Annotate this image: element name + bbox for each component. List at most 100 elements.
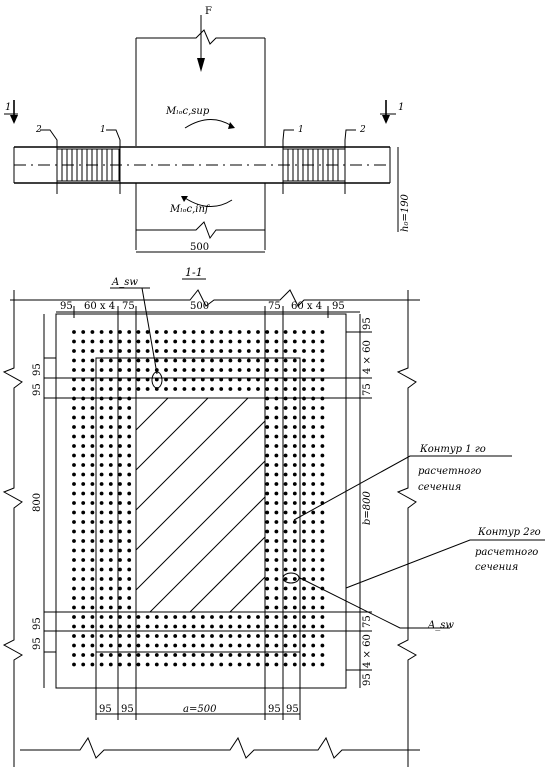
rebar-dot — [292, 662, 297, 667]
rebar-dot — [320, 491, 325, 496]
rebar-dot — [265, 586, 270, 591]
rebar-dot — [283, 548, 288, 553]
rebar-dot — [118, 548, 122, 553]
rebar-dot — [127, 482, 132, 486]
rebar-dot — [283, 615, 288, 619]
contour-1-label-line1: Контур 1 го — [419, 444, 486, 455]
rebar-dot — [200, 634, 205, 638]
rebar-dot — [210, 634, 214, 638]
rebar-dot — [274, 615, 279, 619]
rebar-dot — [210, 368, 214, 372]
rebar-dot — [118, 472, 122, 477]
rebar-dot — [292, 444, 297, 448]
rebar-dot — [246, 643, 251, 648]
rebar-dot — [200, 615, 205, 619]
rebar-dot — [72, 453, 76, 458]
rebar-dot — [108, 368, 113, 372]
rebar-dot — [136, 358, 141, 363]
rebar-dot — [127, 539, 132, 543]
rebar-dot — [118, 558, 122, 562]
rebar-dot — [283, 653, 288, 657]
rebar-dot — [72, 463, 76, 467]
rebar-dot — [274, 510, 279, 515]
rebar-dot — [118, 434, 122, 439]
rebar-dot — [265, 482, 270, 486]
rebar-dot — [99, 491, 104, 496]
rebar-dot — [292, 643, 297, 648]
rebar-dot — [191, 368, 196, 372]
rebar-dot — [302, 425, 306, 429]
rebar-dot — [127, 586, 132, 591]
top-dim-3: 75 — [122, 301, 135, 312]
rebar-dot — [283, 358, 288, 363]
rebar-dot — [164, 330, 168, 334]
rebar-dot — [118, 330, 122, 334]
rebar-dot — [311, 387, 316, 391]
rebar-dot — [118, 634, 122, 638]
rebar-dot — [210, 377, 214, 382]
rebar-dot — [90, 396, 95, 401]
rebar-dot — [154, 339, 159, 344]
rebar-dot — [90, 482, 95, 486]
rebar-dot — [219, 624, 224, 629]
rebar-dot — [311, 396, 316, 401]
column-section — [135, 397, 266, 613]
rebar-dot — [72, 586, 76, 591]
rebar-dot — [81, 567, 86, 572]
rebar-dot — [72, 482, 76, 486]
rebar-dot — [99, 463, 104, 467]
rebar-dot — [127, 387, 132, 391]
rebar-dot — [302, 330, 306, 334]
rebar-dot — [108, 605, 113, 610]
rebar-dot — [191, 387, 196, 391]
rebar-dot — [108, 472, 113, 477]
rebar-dot — [283, 520, 288, 524]
rebar-dot — [90, 491, 95, 496]
rebar-dot — [118, 501, 122, 505]
rebar-dot — [292, 425, 297, 429]
rebar-dot — [127, 406, 132, 410]
rebar-dot — [228, 377, 233, 382]
rebar-dot — [81, 406, 86, 410]
rebar-dot — [127, 415, 132, 420]
rebar-dot — [302, 406, 306, 410]
rebar-dot — [292, 586, 297, 591]
rebar-dot — [228, 634, 233, 638]
rebar-dot — [302, 529, 306, 534]
rebar-dot — [99, 444, 104, 448]
rebar-dot — [274, 339, 279, 344]
rebar-dot — [265, 434, 270, 439]
rebar-dot — [182, 615, 187, 619]
rebar-dot — [320, 387, 325, 391]
rebar-dot — [320, 339, 325, 344]
rebar-dot — [127, 567, 132, 572]
rebar-dot — [320, 605, 325, 610]
rebar-dot — [118, 387, 122, 391]
rebar-dot — [118, 510, 122, 515]
rebar-dot — [311, 653, 316, 657]
rebar-dot — [292, 577, 297, 581]
rebar-dot — [274, 415, 279, 420]
rebar-dot — [256, 368, 260, 372]
rebar-dot — [81, 387, 86, 391]
rebar-dot — [81, 520, 86, 524]
rebar-dot — [320, 463, 325, 467]
rebar-dot — [108, 577, 113, 581]
rebar-dot — [283, 605, 288, 610]
rebar-dot — [99, 482, 104, 486]
rebar-dot — [265, 406, 270, 410]
rebar-dot — [72, 520, 76, 524]
rebar-dot — [108, 510, 113, 515]
rebar-dot — [99, 634, 104, 638]
rebar-dot — [108, 425, 113, 429]
rebar-dot — [72, 596, 76, 600]
rebar-dot — [72, 377, 76, 382]
rebar-dot — [311, 482, 316, 486]
rebar-dot — [164, 368, 168, 372]
rebar-dot — [136, 377, 141, 382]
rebar-dot — [127, 615, 132, 619]
right-dim-1: 95 — [362, 317, 373, 330]
rebar-dot — [127, 634, 132, 638]
column-upper — [135, 29, 266, 146]
rebar-dot — [265, 415, 270, 420]
